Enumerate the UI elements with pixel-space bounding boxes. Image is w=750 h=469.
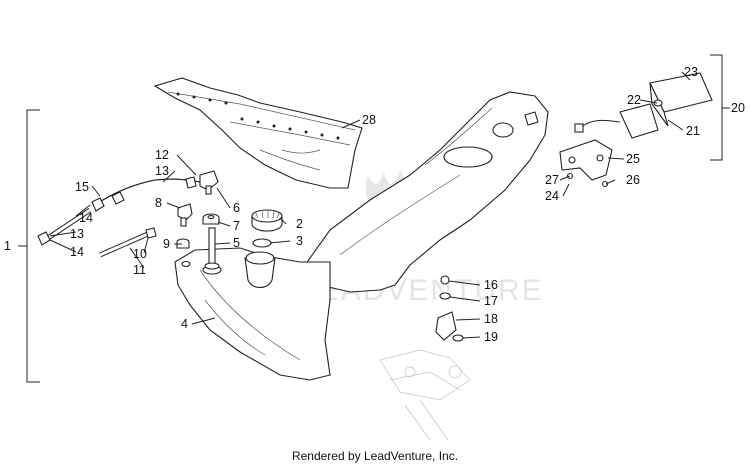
callout-25: 25 [626, 152, 640, 166]
callout-12: 12 [155, 148, 169, 162]
filler-cap-part [244, 209, 283, 289]
callout-13a: 13 [155, 164, 169, 178]
callout-26: 26 [626, 173, 640, 187]
vent-fitting-part [199, 170, 219, 195]
callout-17: 17 [484, 294, 498, 308]
elbow-fitting-part [176, 203, 193, 249]
callout-13b: 13 [70, 227, 84, 241]
callout-11: 11 [133, 263, 146, 277]
callout-14a: 14 [79, 211, 93, 225]
callout-4: 4 [181, 317, 188, 331]
callout-20: 20 [731, 101, 745, 115]
callout-7: 7 [233, 219, 240, 233]
callout-24: 24 [545, 189, 559, 203]
taillight-part [574, 72, 713, 139]
callout-labels: 1 2 3 4 5 6 7 8 9 10 11 12 13 13 14 14 1… [4, 65, 745, 344]
callout-22: 22 [627, 93, 641, 107]
callout-2: 2 [296, 217, 303, 231]
seat-base-part [299, 91, 549, 293]
callout-21: 21 [686, 124, 700, 138]
callout-5: 5 [233, 236, 240, 250]
leader-lines [49, 71, 691, 339]
callout-18: 18 [484, 312, 498, 326]
grommet-part [202, 213, 220, 225]
callout-8: 8 [155, 196, 162, 210]
callout-16: 16 [484, 278, 498, 292]
group-bracket-1 [18, 109, 40, 383]
callout-9: 9 [163, 237, 170, 251]
pickup-tube-part [204, 227, 220, 270]
fuel-hose-part [37, 207, 92, 246]
callout-10: 10 [133, 247, 147, 261]
return-hose-part [98, 227, 157, 258]
callout-6: 6 [233, 201, 240, 215]
taillight-bracket-part [559, 139, 613, 188]
callout-3: 3 [296, 234, 303, 248]
render-credit: Rendered by LeadVenture, Inc. [291, 449, 459, 463]
heat-shield-part [153, 77, 363, 189]
callout-28: 28 [362, 113, 376, 127]
callout-15: 15 [75, 180, 89, 194]
vent-hose-part [91, 176, 201, 212]
callout-19: 19 [484, 330, 498, 344]
mount-bracket-part [435, 275, 464, 342]
callout-1: 1 [4, 239, 11, 253]
callout-14b: 14 [70, 245, 84, 259]
callout-27: 27 [545, 173, 559, 187]
callout-23: 23 [684, 65, 698, 79]
group-bracket-20 [710, 54, 730, 161]
frame-reference-sketch [379, 349, 471, 441]
